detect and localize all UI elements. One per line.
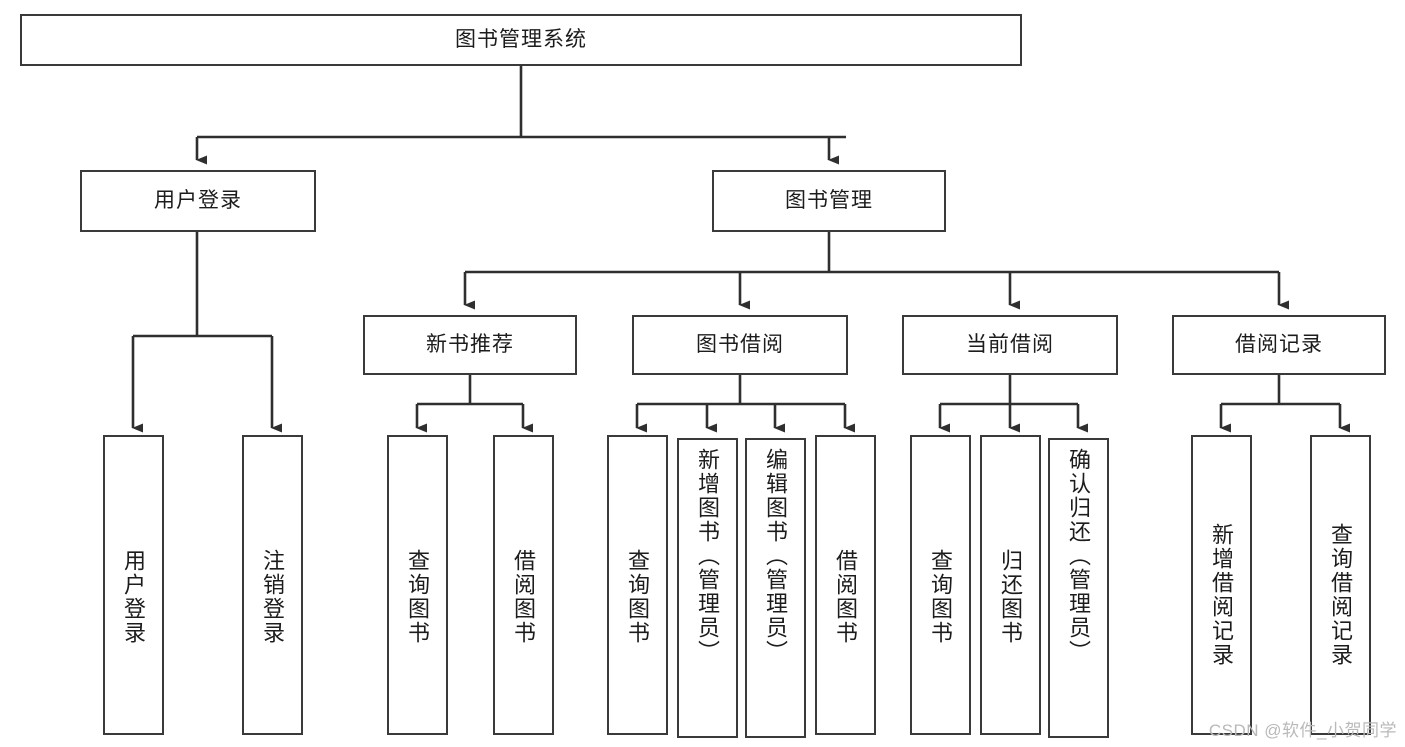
leaf-borrow-record-query-record[interactable]: 查询借阅记录 [1310,435,1371,735]
node-label: 查询图书 [928,549,954,645]
node-label: 新增借阅记录 [1209,523,1235,667]
node-root-book-management-system[interactable]: 图书管理系统 [20,14,1022,66]
csdn-watermark: CSDN @软件_小贺同学 [1208,721,1397,740]
node-label: 查询图书 [625,549,651,645]
node-label: 编辑图书（管理员） [763,448,789,664]
node-label: 注销登录 [260,549,286,645]
leaf-book-borrow-borrow-books[interactable]: 借阅图书 [815,435,876,735]
node-book-management[interactable]: 图书管理 [712,170,946,232]
node-label: 借阅记录 [1235,333,1323,357]
leaf-current-borrow-return-books[interactable]: 归还图书 [980,435,1041,735]
leaf-current-borrow-query-books[interactable]: 查询图书 [910,435,971,735]
node-label: 图书管理系统 [455,28,587,52]
node-label: 用户登录 [154,189,242,213]
leaf-new-book-query-books[interactable]: 查询图书 [387,435,448,735]
node-new-book-recommendation[interactable]: 新书推荐 [363,315,577,375]
leaf-new-book-borrow-books[interactable]: 借阅图书 [493,435,554,735]
leaf-user-login-logout[interactable]: 注销登录 [242,435,303,735]
leaf-book-borrow-edit-book-admin[interactable]: 编辑图书（管理员） [745,438,806,738]
leaf-current-borrow-confirm-return-admin[interactable]: 确认归还（管理员） [1048,438,1109,738]
node-label: 查询图书 [405,549,431,645]
node-book-borrow[interactable]: 图书借阅 [632,315,848,375]
node-borrow-record[interactable]: 借阅记录 [1172,315,1386,375]
leaf-user-login-login[interactable]: 用户登录 [103,435,164,735]
leaf-book-borrow-query-books[interactable]: 查询图书 [607,435,668,735]
node-label: 新书推荐 [426,333,514,357]
leaf-borrow-record-add-record[interactable]: 新增借阅记录 [1191,435,1252,735]
node-label: 借阅图书 [833,549,859,645]
node-label: 用户登录 [121,549,147,645]
node-user-login[interactable]: 用户登录 [80,170,316,232]
leaf-book-borrow-add-book-admin[interactable]: 新增图书（管理员） [677,438,738,738]
node-label: 确认归还（管理员） [1066,448,1092,664]
node-current-borrow[interactable]: 当前借阅 [902,315,1118,375]
node-label: 归还图书 [998,549,1024,645]
node-label: 借阅图书 [511,549,537,645]
node-label: 当前借阅 [966,333,1054,357]
node-label: 新增图书（管理员） [695,448,721,664]
node-label: 图书管理 [785,189,873,213]
node-label: 图书借阅 [696,333,784,357]
node-label: 查询借阅记录 [1328,523,1354,667]
